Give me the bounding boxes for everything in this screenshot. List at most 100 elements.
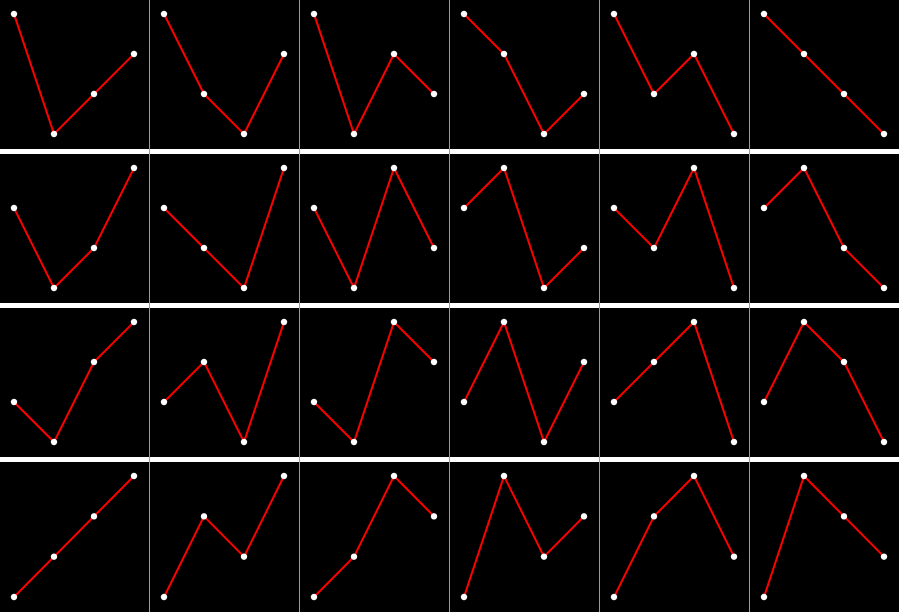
data-point [430, 244, 438, 252]
data-point [610, 593, 618, 601]
data-point [280, 50, 288, 58]
data-point [280, 472, 288, 480]
data-point [580, 358, 588, 366]
data-point [650, 90, 658, 98]
data-point [90, 513, 98, 520]
panel-6 [750, 0, 899, 149]
data-point [650, 513, 658, 520]
panel-background [450, 462, 599, 612]
data-point [800, 472, 808, 480]
panel-15 [300, 308, 449, 457]
panel-10 [450, 154, 599, 303]
data-point [130, 164, 138, 172]
data-point [240, 130, 248, 138]
series-line [763, 167, 885, 289]
panel-background [600, 154, 749, 303]
data-point [390, 472, 398, 480]
data-point [880, 284, 888, 292]
series-line [613, 321, 735, 443]
series-line [163, 475, 285, 598]
panel-18 [750, 308, 899, 457]
panel-7 [0, 154, 149, 303]
data-point [690, 50, 698, 58]
panel-background [600, 308, 749, 457]
panel-21 [300, 462, 449, 612]
panel-19 [0, 462, 149, 612]
data-point [690, 318, 698, 326]
data-point [160, 593, 168, 601]
data-point [130, 50, 138, 58]
data-point [840, 244, 848, 252]
panel-background [150, 0, 299, 149]
data-point [540, 553, 548, 560]
data-point [760, 204, 768, 212]
data-point [460, 204, 468, 212]
data-point [500, 50, 508, 58]
data-point [280, 164, 288, 172]
data-point [730, 553, 738, 560]
data-point [540, 284, 548, 292]
series-line [613, 13, 735, 135]
data-point [730, 438, 738, 446]
data-point [690, 472, 698, 480]
data-point [10, 10, 18, 18]
data-point [690, 164, 698, 172]
data-point [90, 244, 98, 252]
data-point [760, 10, 768, 18]
panel-2 [150, 0, 299, 149]
series-line [763, 13, 885, 135]
panel-12 [750, 154, 899, 303]
panel-5 [600, 0, 749, 149]
data-point [460, 10, 468, 18]
panel-3 [300, 0, 449, 149]
data-point [350, 130, 358, 138]
series-line [463, 13, 585, 135]
data-point [880, 130, 888, 138]
data-point [10, 398, 18, 406]
data-point [240, 553, 248, 560]
data-point [10, 204, 18, 212]
series-line [13, 167, 135, 289]
data-point [430, 358, 438, 366]
panel-4 [450, 0, 599, 149]
data-point [800, 318, 808, 326]
series-line [763, 321, 885, 443]
data-point [390, 164, 398, 172]
panel-9 [300, 154, 449, 303]
data-point [310, 398, 318, 406]
data-point [610, 204, 618, 212]
data-point [390, 318, 398, 326]
panel-background [300, 0, 449, 149]
data-point [310, 10, 318, 18]
data-point [760, 593, 768, 601]
data-point [650, 358, 658, 366]
panel-11 [600, 154, 749, 303]
data-point [200, 358, 208, 366]
series-line [463, 321, 585, 443]
data-point [350, 284, 358, 292]
data-point [90, 358, 98, 366]
data-point [10, 593, 18, 601]
data-point [580, 90, 588, 98]
panel-16 [450, 308, 599, 457]
panel-background [0, 154, 149, 303]
series-line [13, 13, 135, 135]
data-point [840, 513, 848, 520]
data-point [130, 472, 138, 480]
data-point [160, 10, 168, 18]
data-point [50, 284, 58, 292]
data-point [390, 50, 398, 58]
data-point [730, 284, 738, 292]
series-line [463, 475, 585, 598]
data-point [430, 513, 438, 520]
data-point [540, 438, 548, 446]
data-point [310, 593, 318, 601]
data-point [200, 513, 208, 520]
series-line [313, 13, 435, 135]
panel-17 [600, 308, 749, 457]
panel-24 [750, 462, 899, 612]
data-point [580, 244, 588, 252]
data-point [500, 164, 508, 172]
